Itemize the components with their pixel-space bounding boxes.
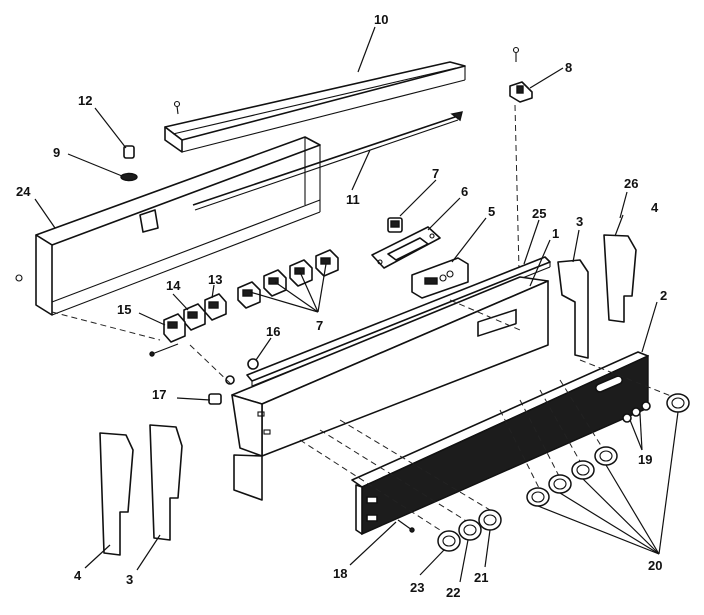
- clip-9: [120, 172, 138, 182]
- control-panel-housing: [231, 276, 549, 501]
- timer-switch: [411, 257, 469, 299]
- side-bracket-left-4: [99, 432, 134, 556]
- callout-7-row: 7: [316, 318, 323, 333]
- callout-3-right: 3: [576, 214, 583, 229]
- callout-6: 6: [461, 184, 468, 199]
- callout-2: 2: [660, 288, 667, 303]
- callout-21: 21: [474, 570, 488, 585]
- leader-lines: [34, 26, 679, 583]
- callout-19: 19: [638, 452, 652, 467]
- clip-17: [208, 393, 222, 405]
- callout-24: 24: [16, 184, 31, 199]
- callout-17: 17: [152, 387, 166, 402]
- callout-10: 10: [374, 12, 388, 27]
- callout-11: 11: [346, 192, 360, 207]
- callout-25: 25: [532, 206, 546, 221]
- callout-8: 8: [565, 60, 572, 75]
- callout-18: 18: [333, 566, 347, 581]
- clip-16: [225, 358, 259, 385]
- switch-13: [204, 293, 227, 321]
- switch-15: [149, 313, 186, 357]
- callout-23: 23: [410, 580, 424, 595]
- callout-14: 14: [166, 278, 181, 293]
- clip-19: [622, 401, 651, 423]
- knob-23: [437, 530, 461, 552]
- side-bracket-right-3: [557, 259, 589, 359]
- screw-left: [15, 274, 23, 282]
- callout-4-right: 4: [651, 200, 659, 215]
- callout-16: 16: [266, 324, 280, 339]
- knob-row-20: [526, 393, 690, 507]
- callout-3-left: 3: [126, 572, 133, 587]
- callout-26: 26: [624, 176, 638, 191]
- support-rod: [192, 111, 463, 211]
- switch-14: [183, 303, 206, 331]
- callout-5: 5: [488, 204, 495, 219]
- rear-panel: [35, 136, 321, 316]
- switch-bracket: [371, 226, 441, 269]
- screw: [173, 100, 181, 115]
- callout-12: 12: [78, 93, 92, 108]
- knob-21: [478, 509, 502, 531]
- callout-20: 20: [648, 558, 662, 573]
- alignment-lines: [51, 299, 677, 531]
- callout-4-left: 4: [74, 568, 82, 583]
- screw-18: [397, 519, 415, 533]
- callout-7-top: 7: [432, 166, 439, 181]
- top-trim-channel: [164, 61, 466, 153]
- callout-labels: 10 12 9 8 24 11 7 6 5 25 1 3 26 4 2 7 13…: [16, 12, 667, 600]
- bracket-8: [509, 46, 533, 271]
- callout-9: 9: [53, 145, 60, 160]
- side-bracket-right-4: [603, 234, 637, 323]
- clip-12: [123, 145, 135, 159]
- side-bracket-left-3: [149, 424, 183, 541]
- knob-22: [458, 519, 482, 541]
- switch-7-top: [387, 217, 403, 233]
- callout-13: 13: [208, 272, 222, 287]
- callout-1: 1: [552, 226, 559, 241]
- callout-22: 22: [446, 585, 460, 600]
- callout-15: 15: [117, 302, 131, 317]
